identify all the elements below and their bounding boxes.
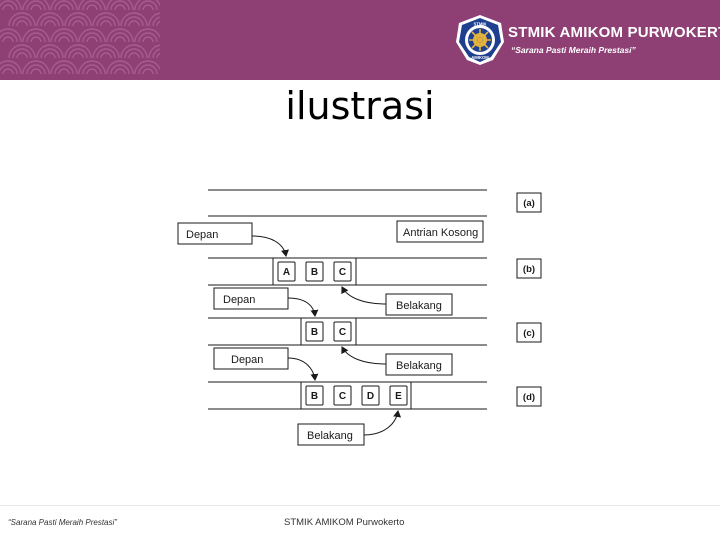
rear-arrow: [342, 347, 386, 364]
footer-motto: “Sarana Pasti Meraih Prestasi”: [8, 518, 117, 527]
queue-cell-label: C: [339, 267, 346, 278]
state-tag: (a): [523, 198, 535, 209]
front-arrow: [252, 236, 286, 256]
front-arrow: [288, 358, 315, 380]
queue-cell-label: B: [311, 267, 318, 278]
state-tag: (c): [523, 328, 535, 339]
queue-cell-label: A: [283, 267, 290, 278]
queue-cell-label: C: [339, 391, 346, 402]
rear-label: Belakang: [396, 360, 442, 372]
queue-cell-label: B: [311, 391, 318, 402]
rear-label: Belakang: [307, 430, 353, 442]
footer-divider: [0, 505, 720, 506]
rear-arrow: [342, 287, 386, 304]
front-label: Depan: [223, 294, 255, 306]
front-label: Depan: [231, 354, 263, 366]
queue-cell-label: E: [395, 391, 402, 402]
queue-cell-label: C: [339, 327, 346, 338]
front-arrow: [288, 298, 315, 316]
footer-campus: STMIK AMIKOM Purwokerto: [284, 517, 404, 528]
state-tag: (b): [523, 264, 535, 275]
rear-arrow: [364, 411, 398, 435]
rear-label: Belakang: [396, 300, 442, 312]
queue-cell-label: B: [311, 327, 318, 338]
queue-cell-label: D: [367, 391, 374, 402]
state-tag: (d): [523, 392, 535, 403]
empty-queue-label: Antrian Kosong: [403, 227, 478, 239]
front-label: Depan: [186, 229, 218, 241]
